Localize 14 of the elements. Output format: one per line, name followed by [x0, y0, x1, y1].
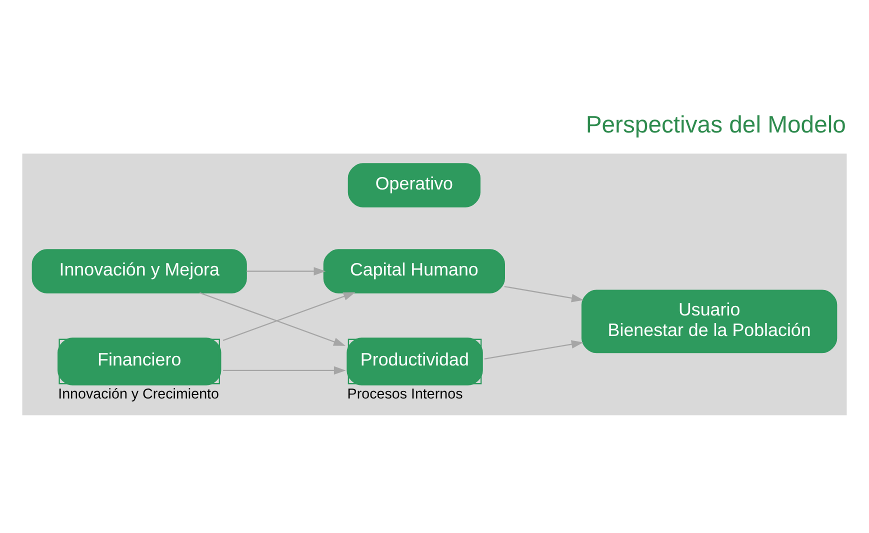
node-box: Operativo: [348, 163, 480, 208]
diagram-title: Perspectivas del Modelo: [586, 112, 846, 139]
arrow: [199, 292, 346, 346]
cluster: [22, 154, 847, 416]
node-box: Usuario Bienestar de la Población: [581, 290, 838, 354]
arrow: [222, 292, 356, 341]
node-box: Capital Humano: [323, 249, 505, 294]
node-box: Innovación y Mejora: [32, 249, 247, 294]
arrow: [504, 286, 584, 302]
arrow: [484, 340, 584, 360]
node-label: Innovación y Crecimiento: [58, 386, 219, 403]
arrow: [246, 267, 326, 276]
node-label: Procesos Internos: [347, 386, 463, 403]
arrow: [223, 366, 346, 375]
